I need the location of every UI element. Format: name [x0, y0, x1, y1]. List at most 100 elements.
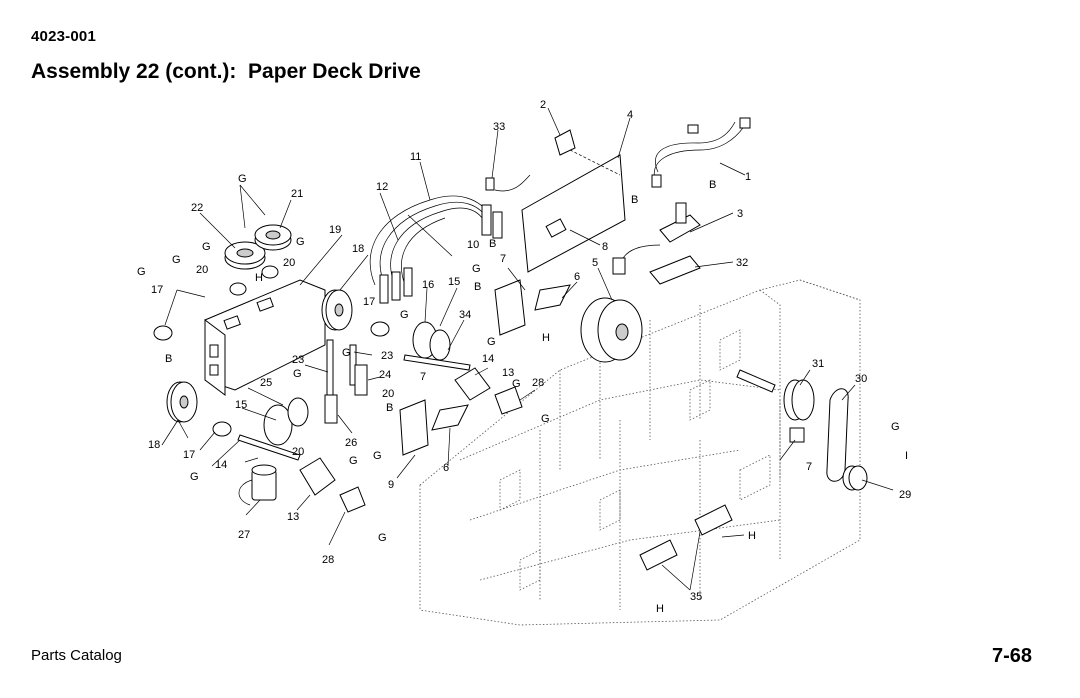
callout: G	[238, 173, 247, 185]
callout: I	[905, 450, 908, 462]
callout: 13	[502, 367, 514, 379]
callout: G	[373, 450, 382, 462]
callout: 7	[500, 253, 506, 265]
callout: G	[541, 413, 550, 425]
callout: G	[293, 368, 302, 380]
rod-14	[237, 354, 471, 461]
callout: B	[165, 353, 172, 365]
callout: 2	[540, 99, 546, 111]
callout: 31	[812, 358, 824, 370]
connector-35	[639, 504, 733, 571]
harness-8	[612, 244, 661, 275]
drive-bracket	[204, 279, 326, 396]
callout: 30	[855, 373, 867, 385]
callout: B	[386, 402, 393, 414]
callout: 20	[283, 257, 295, 269]
callout: 6	[443, 462, 449, 474]
callout: 33	[493, 121, 505, 133]
callout: 17	[151, 284, 163, 296]
callout: G	[378, 532, 387, 544]
callout: 24	[379, 369, 391, 381]
sensor-bracket-9	[399, 279, 526, 456]
bracket-32	[649, 255, 701, 285]
callout: 22	[191, 202, 203, 214]
leader-lines	[161, 107, 894, 591]
callout: B	[631, 194, 638, 206]
callout: 18	[148, 439, 160, 451]
callout: G	[512, 378, 521, 390]
connector-2	[554, 129, 576, 156]
callout: 23	[381, 350, 393, 362]
callout: B	[489, 238, 496, 250]
callout: 35	[690, 591, 702, 603]
callout: 7	[806, 461, 812, 473]
gear-16	[412, 321, 451, 361]
bushing-20	[229, 265, 279, 296]
callout: 20	[196, 264, 208, 276]
callout: 25	[260, 377, 272, 389]
callout: 4	[627, 109, 633, 121]
callout: 15	[448, 276, 460, 288]
callout: G	[891, 421, 900, 433]
callout: B	[474, 281, 481, 293]
cable-harness	[369, 174, 531, 304]
callout: 18	[352, 243, 364, 255]
coupling-28	[339, 386, 523, 513]
callout: 34	[459, 309, 471, 321]
callout: 20	[292, 446, 304, 458]
callout: 3	[737, 208, 743, 220]
pc-board-4	[521, 149, 626, 273]
callout: 9	[388, 479, 394, 491]
callout: H	[255, 272, 263, 284]
spring-24	[324, 364, 368, 424]
callout: 5	[592, 257, 598, 269]
callout: G	[342, 347, 351, 359]
bushing-17	[153, 321, 390, 437]
callout: G	[190, 471, 199, 483]
callout: 29	[899, 489, 911, 501]
document-number: 4023-001	[31, 28, 96, 45]
sensor-7-right	[789, 427, 805, 443]
motor-5	[580, 297, 643, 363]
gear-18	[166, 289, 353, 423]
gear-15-left	[263, 397, 309, 446]
callout: 32	[736, 257, 748, 269]
callout: G	[202, 241, 211, 253]
callout: B	[709, 179, 716, 191]
gear-29	[842, 465, 868, 491]
callout: 14	[215, 459, 227, 471]
callout: 28	[322, 554, 334, 566]
callout: 8	[602, 241, 608, 253]
callout: 13	[287, 511, 299, 523]
callout: 11	[410, 151, 421, 163]
callout: 23	[292, 354, 304, 366]
callout: 27	[238, 529, 250, 541]
callout: 17	[183, 449, 195, 461]
callout: 16	[422, 279, 434, 291]
callout: G	[400, 309, 409, 321]
callout: 14	[482, 353, 494, 365]
harness-1	[651, 117, 751, 188]
bracket-3	[659, 202, 701, 243]
callout: G	[137, 266, 146, 278]
gear-22	[224, 241, 266, 270]
callout: 15	[235, 399, 247, 411]
callout-labels: 2 33 4 11 1 12 G 21 B B 3 22 19 G 18 10 …	[137, 99, 911, 615]
callout: 26	[345, 437, 357, 449]
callout: G	[487, 336, 496, 348]
gear-21	[254, 224, 292, 251]
callout: G	[296, 236, 305, 248]
callout: 21	[291, 188, 303, 200]
clutch-13	[299, 367, 491, 496]
callout: H	[748, 530, 756, 542]
callout: H	[656, 603, 664, 615]
callout: 10	[467, 239, 479, 251]
footer-catalog-label: Parts Catalog	[31, 647, 122, 664]
belt-30	[826, 388, 849, 482]
callout: 19	[329, 224, 341, 236]
page-title: Assembly 22 (cont.): Paper Deck Drive	[31, 60, 421, 83]
page-number: 7-68	[991, 645, 1032, 667]
actuator-6	[431, 284, 571, 431]
callout: G	[472, 263, 481, 275]
